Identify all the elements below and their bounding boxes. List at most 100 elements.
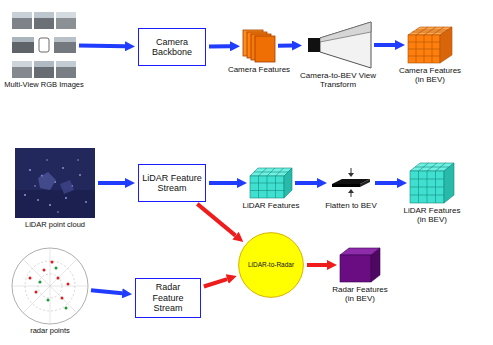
view-transform-icon xyxy=(308,22,371,68)
flow-arrow xyxy=(375,181,397,185)
illustration-part xyxy=(55,267,58,270)
feature-stack xyxy=(243,30,275,62)
illustration-part xyxy=(29,277,32,280)
flow-arrow xyxy=(295,181,317,185)
illustration-part xyxy=(60,180,74,194)
illustration-part xyxy=(15,148,95,218)
illustration-part xyxy=(12,248,88,324)
illustration-part xyxy=(56,12,76,29)
illustration-part xyxy=(348,173,354,177)
flow-arrow xyxy=(209,44,230,48)
caption: Flatten to BEV xyxy=(316,201,386,210)
illustration-part xyxy=(61,297,64,300)
feature-icon: LiDAR Features xyxy=(250,168,292,198)
node-label: Camera Backbone xyxy=(142,37,202,58)
illustration-part xyxy=(56,12,76,18)
illustration-part xyxy=(39,267,68,310)
bev-cube xyxy=(340,248,380,282)
illustration-part xyxy=(12,12,32,29)
feature-icon: Camera Features (in BEV) xyxy=(408,27,452,63)
caption: Camera-to-BEV View Transform xyxy=(300,71,376,89)
illustration-part xyxy=(54,37,76,42)
illustration-part xyxy=(35,291,38,294)
illustration-part xyxy=(12,37,34,53)
flow-arrow xyxy=(91,290,122,293)
caption: LiDAR point cloud xyxy=(10,221,100,230)
illustration-part xyxy=(340,255,371,282)
illustration-part xyxy=(77,159,79,161)
illustration-part xyxy=(54,37,76,53)
illustration-part xyxy=(29,261,70,300)
illustration-part xyxy=(12,248,88,324)
illustration-part xyxy=(62,167,64,169)
process-box: Radar Feature Stream xyxy=(135,278,201,318)
caption: radar points xyxy=(15,327,85,336)
illustration-part xyxy=(85,201,87,203)
illustration-part xyxy=(57,277,60,280)
process-box: LiDAR Feature Stream xyxy=(138,164,206,202)
illustration-part xyxy=(440,27,452,63)
illustration-part xyxy=(65,307,68,310)
illustration-part xyxy=(34,185,36,187)
illustration-part xyxy=(39,38,49,52)
process-box: Camera Backbone xyxy=(138,28,206,66)
image-input: Multi-View RGB Images xyxy=(12,12,76,78)
image-input: radar points xyxy=(12,248,88,324)
caption: Camera Features xyxy=(219,65,299,74)
flow-arrow xyxy=(79,44,125,49)
caption: Camera Features (in BEV) xyxy=(395,66,465,84)
flow-arrow xyxy=(197,204,235,236)
feature-icon: Camera Features xyxy=(243,30,275,62)
illustration-part xyxy=(371,248,380,282)
illustration-part xyxy=(79,174,81,176)
illustration-part xyxy=(56,61,76,67)
illustration-part xyxy=(34,61,54,67)
illustration-part xyxy=(24,159,87,213)
illustration-part xyxy=(12,61,32,78)
illustration-part xyxy=(38,172,56,190)
illustration-part xyxy=(34,12,54,29)
feature-icon: Radar Features (in BEV) xyxy=(340,248,380,282)
node-label: LiDAR-to-Radar xyxy=(248,261,294,268)
illustration-part xyxy=(29,169,31,171)
image-input: LiDAR point cloud xyxy=(15,148,95,218)
feature-icon: LiDAR Features (in BEV) xyxy=(410,163,454,203)
illustration-part xyxy=(43,269,46,272)
illustration-part xyxy=(348,189,354,193)
illustration-part xyxy=(46,159,48,161)
illustration-part xyxy=(49,204,51,206)
illustration-part xyxy=(332,184,360,187)
illustration-part xyxy=(12,12,32,18)
illustration-part xyxy=(408,27,448,63)
illustration-part xyxy=(24,194,26,196)
flow-arrow xyxy=(204,279,227,286)
transform-icon: Flatten to BEV xyxy=(330,168,372,198)
flatten-icon xyxy=(332,168,370,197)
feature-grid xyxy=(250,168,292,198)
illustration-part xyxy=(444,163,454,203)
illustration-part xyxy=(250,168,288,198)
illustration-part xyxy=(12,61,32,67)
flow-arrow xyxy=(209,181,237,185)
flow-arrow xyxy=(374,43,395,47)
caption: Multi-View RGB Images xyxy=(0,81,88,90)
illustration-part xyxy=(37,199,39,201)
illustration-part xyxy=(410,163,449,203)
illustration-part xyxy=(51,261,54,264)
illustration-part xyxy=(39,281,42,284)
illustration-part xyxy=(255,36,275,62)
radar-plot xyxy=(12,248,88,324)
fusion-circle: LiDAR-to-Radar xyxy=(238,232,304,298)
bev-cube xyxy=(410,163,454,203)
illustration-part xyxy=(65,197,67,199)
illustration-part xyxy=(360,179,370,187)
illustration-part xyxy=(34,12,54,18)
multi-view-images xyxy=(12,12,76,78)
illustration-part xyxy=(320,22,371,68)
illustration-part xyxy=(284,168,292,198)
illustration-part xyxy=(47,299,50,302)
caption: Radar Features (in BEV) xyxy=(327,285,393,303)
